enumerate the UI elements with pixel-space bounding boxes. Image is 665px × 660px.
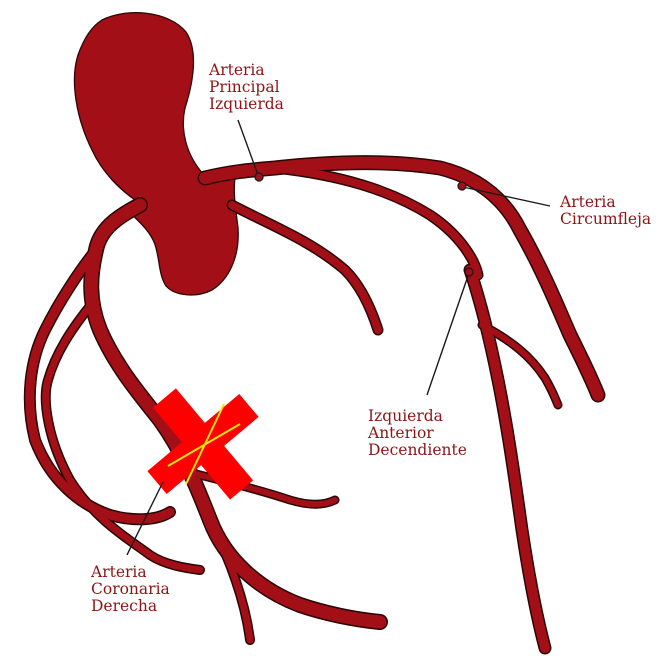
dot-left-main	[255, 173, 263, 181]
label-left-main: Arteria Principal Izquierda	[209, 62, 284, 113]
dot-circumflex	[458, 182, 466, 190]
dot-lad	[465, 268, 473, 276]
label-lad: Izquierda Anterior Decendiente	[368, 408, 467, 459]
label-circumflex: Arteria Circumfleja	[560, 194, 651, 228]
leader-lad	[427, 273, 469, 395]
label-rca: Arteria Coronaria Derecha	[91, 564, 170, 615]
